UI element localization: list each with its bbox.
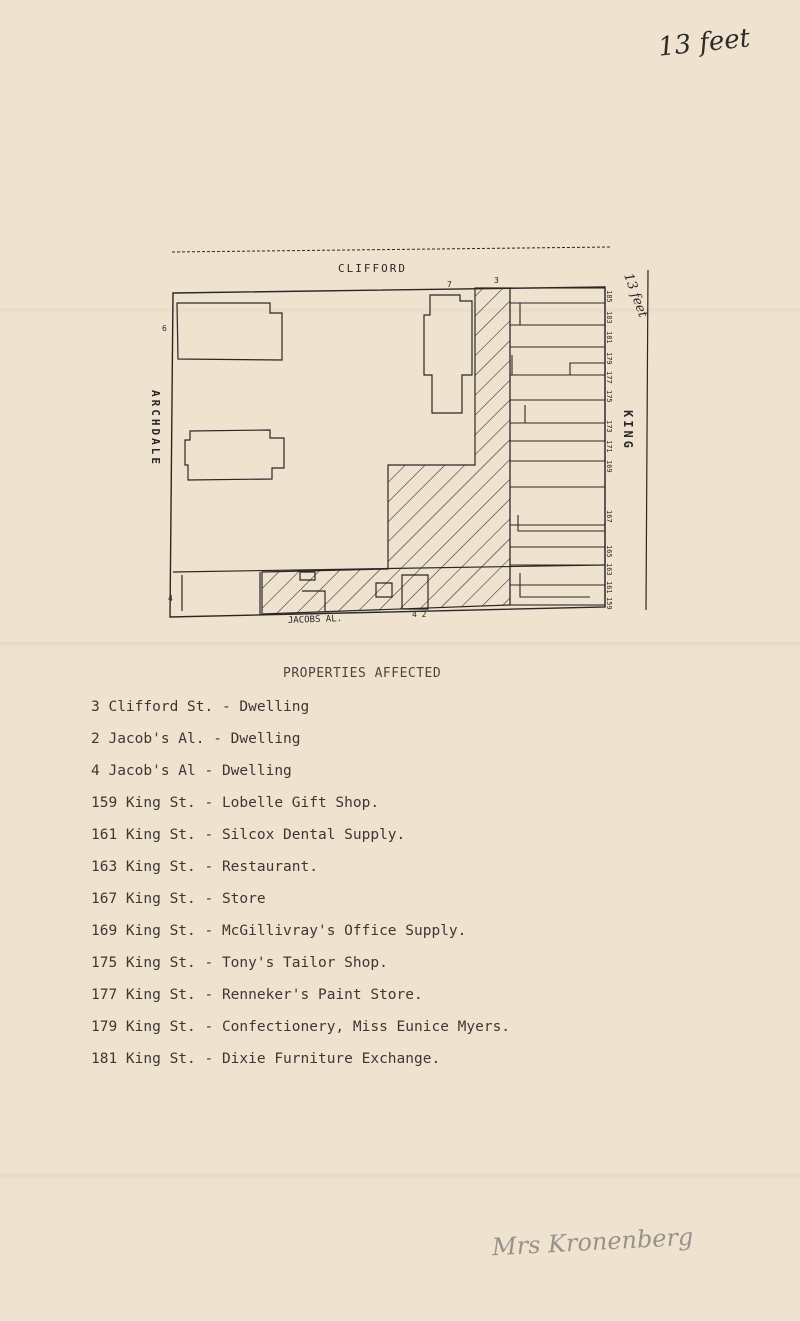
king-number-label: 165	[605, 545, 613, 558]
list-item: 3 Clifford St. - Dwelling	[91, 699, 310, 715]
properties-list: 3 Clifford St. - Dwelling 2 Jacob's Al. …	[91, 697, 510, 1081]
list-item: 163 King St. - Restaurant.	[91, 859, 318, 875]
lot-number-label: 6	[162, 324, 167, 333]
king-number-label: 163	[605, 563, 613, 576]
king-street-lots	[509, 287, 606, 606]
king-number-label: 185	[605, 290, 613, 303]
list-item: 4 Jacob's Al - Dwelling	[91, 763, 292, 779]
list-item: 161 King St. - Silcox Dental Supply.	[91, 827, 406, 843]
king-number-label: 159	[605, 597, 613, 610]
list-item: 175 King St. - Tony's Tailor Shop.	[91, 955, 388, 971]
king-number-label: 177	[605, 371, 613, 384]
street-label-archdale: ARCHDALE	[149, 390, 162, 467]
block-outline	[169, 286, 606, 618]
lot-number-label: 4	[168, 594, 173, 603]
street-label-clifford: CLIFFORD	[338, 262, 407, 275]
king-street-line	[645, 269, 649, 611]
king-number-label: 173	[605, 420, 613, 433]
list-item: 179 King St. - Confectionery, Miss Eunic…	[91, 1019, 511, 1035]
king-number-label: 167	[605, 510, 613, 523]
lot-number-label: 3	[494, 276, 499, 285]
king-number-label: 171	[605, 440, 613, 453]
king-number-label: 175	[605, 390, 613, 403]
building-outlines	[176, 294, 473, 611]
lot-number-label: 7	[447, 280, 452, 289]
lot-number-label: 4 2	[412, 610, 427, 619]
page-title: PROPERTIES AFFECTED	[283, 666, 442, 681]
corner-handwritten-note: 13 feet	[620, 271, 650, 320]
list-item: 181 King St. - Dixie Furniture Exchange.	[91, 1051, 441, 1067]
list-item: 177 King St. - Renneker's Paint Store.	[91, 987, 423, 1003]
list-item: 167 King St. - Store	[91, 891, 266, 907]
list-item: 159 King St. - Lobelle Gift Shop.	[91, 795, 380, 811]
list-item: 2 Jacob's Al. - Dwelling	[91, 731, 301, 747]
king-number-label: 181	[605, 331, 613, 344]
king-number-label: 169	[605, 460, 613, 473]
king-number-label: 179	[605, 352, 613, 365]
king-number-label: 183	[605, 311, 613, 324]
king-number-label: 161	[605, 581, 613, 594]
list-item: 169 King St. - McGillivray's Office Supp…	[91, 923, 467, 939]
affected-area-hatch	[261, 287, 511, 615]
clifford-street-line	[171, 246, 611, 253]
street-label-king: KING	[621, 410, 635, 451]
property-map: CLIFFORD 7 3 6 4 ARCHDALE KING JACOBS AL…	[140, 235, 660, 635]
street-label-jacobs-alley: JACOBS AL.	[288, 614, 343, 626]
